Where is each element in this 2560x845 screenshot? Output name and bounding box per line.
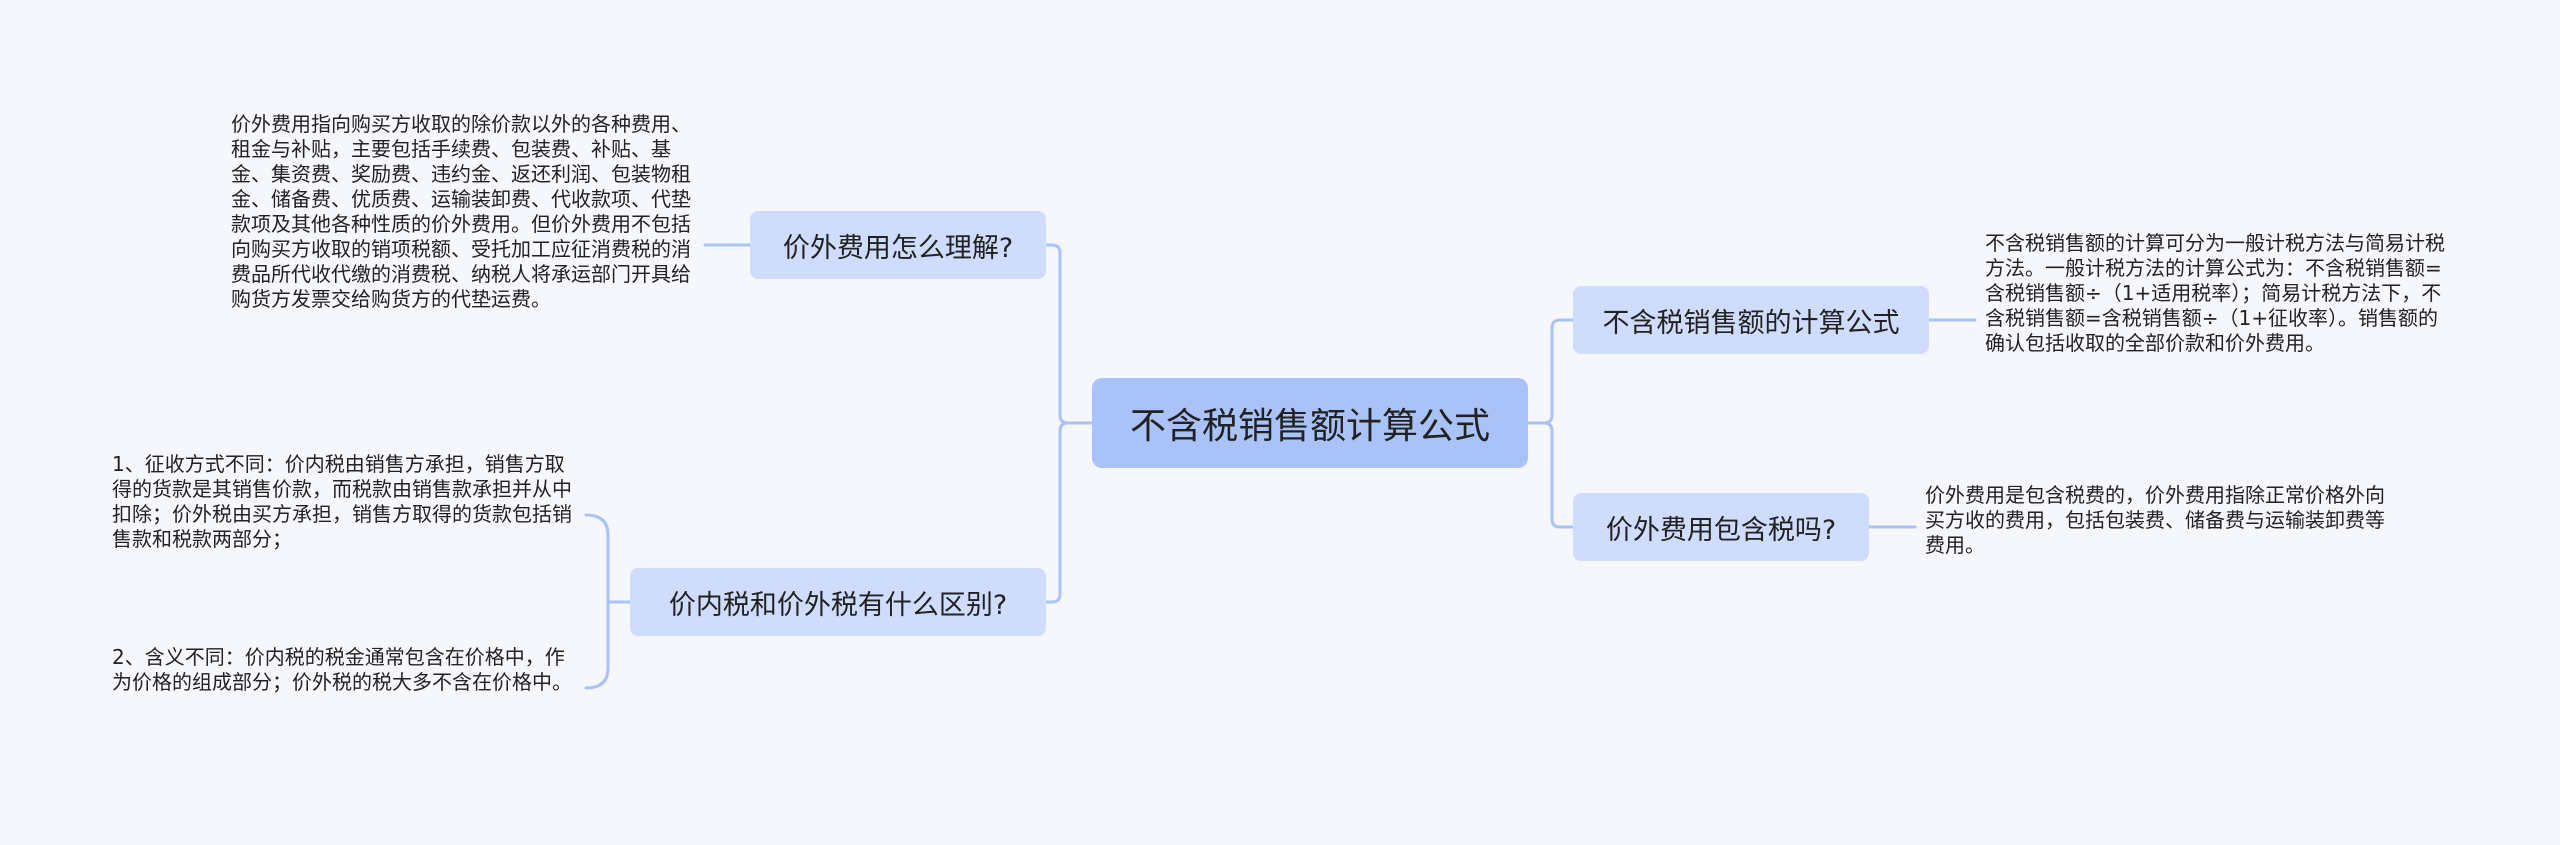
branch-fee-includes-tax[interactable]: 价外费用包含税吗? <box>1573 493 1869 561</box>
connector-root-b3 <box>1526 318 1575 425</box>
note-calculation-formula: 不含税销售额的计算可分为一般计税方法与简易计税方法。一般计税方法的计算公式为：不… <box>1985 231 2445 355</box>
connector-root-b4 <box>1526 421 1575 529</box>
note-collection-method: 1、征收方式不同：价内税由销售方承担，销售方取得的货款是其销售价款，而税款由销售… <box>112 452 572 551</box>
note-meaning-difference: 2、含义不同：价内税的税金通常包含在价格中，作为价格的组成部分；价外税的税大多不… <box>112 645 572 694</box>
branch-price-external-fee[interactable]: 价外费用怎么理解? <box>750 211 1046 279</box>
connector-root-b2 <box>1044 421 1094 604</box>
note-fee-includes-tax: 价外费用是包含税费的，价外费用指除正常价格外向买方收的费用，包括包装费、储备费与… <box>1925 483 2385 557</box>
note-price-external-fee: 价外费用指向购买方收取的除价款以外的各种费用、租金与补贴，主要包括手续费、包装费… <box>231 112 691 311</box>
branch-tax-difference[interactable]: 价内税和价外税有什么区别? <box>630 568 1046 636</box>
connector-b2-bracket <box>584 513 610 690</box>
root-topic[interactable]: 不含税销售额计算公式 <box>1092 378 1528 468</box>
connector-root-b1 <box>1044 243 1094 425</box>
branch-calculation-formula[interactable]: 不含税销售额的计算公式 <box>1573 286 1929 354</box>
